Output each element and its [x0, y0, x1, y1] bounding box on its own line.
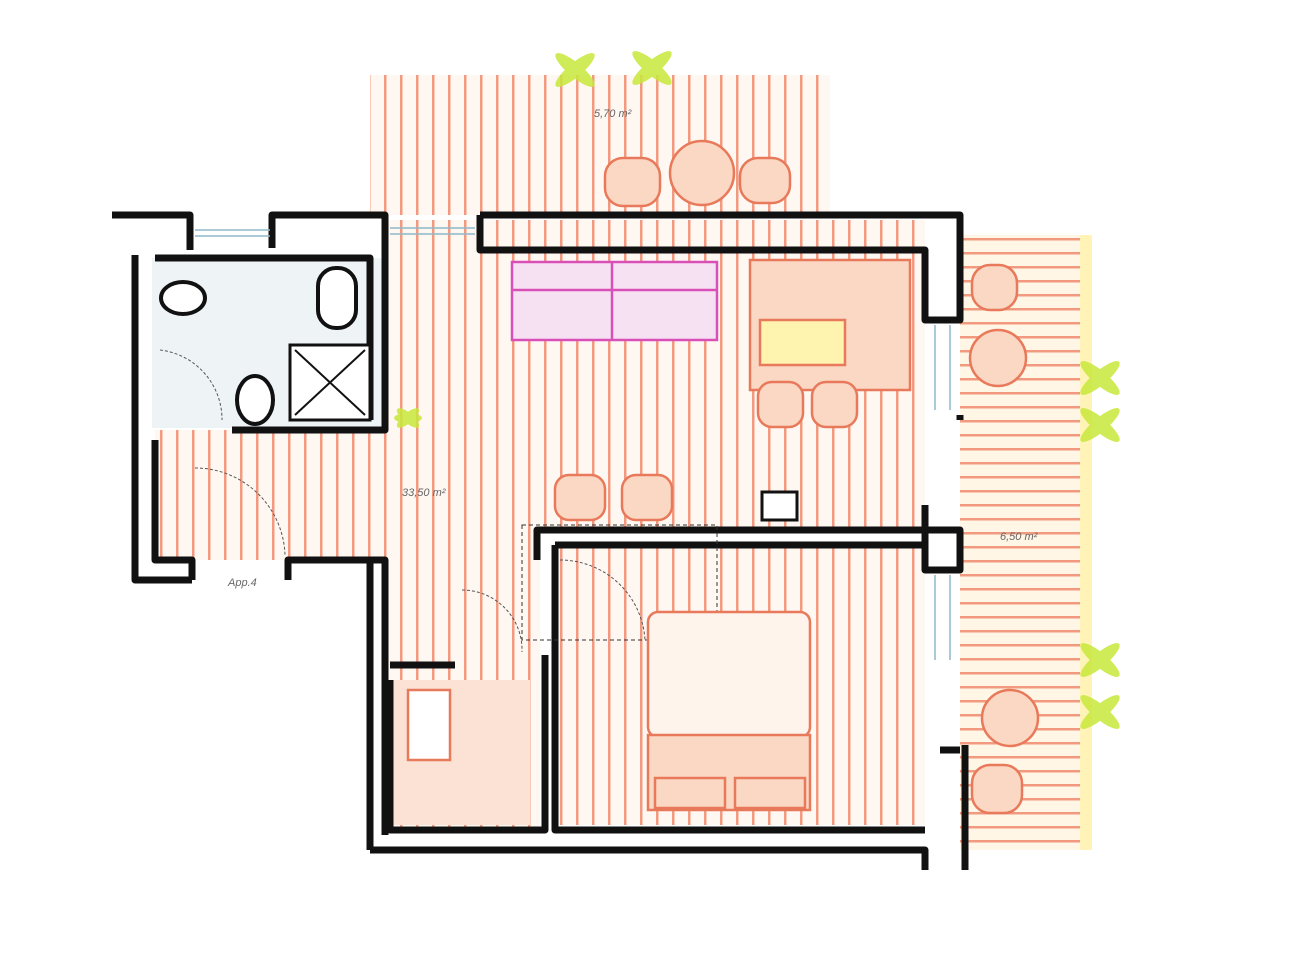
living-area-label: 33,50 m²	[402, 487, 446, 499]
toilet-icon	[235, 374, 275, 426]
side-terrace-area-label: 6,50 m²	[1000, 531, 1038, 543]
stool	[760, 490, 799, 522]
unit-label: App.4	[228, 577, 257, 589]
bed	[646, 610, 812, 739]
top-terrace-area-label: 5,70 m²	[594, 108, 632, 120]
bathroom-fixtures	[159, 266, 372, 426]
plant-icons	[394, 51, 1120, 729]
side-terrace-edge	[1080, 235, 1092, 850]
entry-floor	[155, 430, 395, 560]
sink-icon	[159, 280, 207, 316]
door-swings	[159, 349, 718, 653]
furniture	[406, 139, 1040, 815]
windows	[195, 227, 951, 660]
walls	[112, 211, 969, 870]
bathtub-icon	[316, 266, 358, 330]
sofa	[510, 260, 719, 342]
